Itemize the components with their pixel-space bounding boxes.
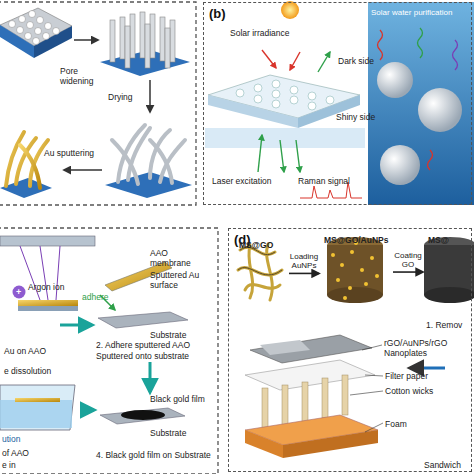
step-label: 2. Adhere sputtered AAO bbox=[96, 340, 190, 350]
layer-label: Foam bbox=[385, 419, 407, 429]
step-label: of AAO bbox=[2, 448, 29, 458]
node-caption: MS@GO bbox=[239, 240, 273, 250]
step-label: Au sputtering bbox=[44, 148, 100, 158]
part-label: Sputtered Au surface bbox=[150, 270, 212, 290]
process-arrow bbox=[393, 271, 423, 273]
arrow-label: Loading AuNPs bbox=[284, 252, 324, 270]
step-label: Drying bbox=[108, 92, 133, 102]
panel-letter: (b) bbox=[209, 6, 226, 21]
layer-label: Cotton wicks bbox=[385, 386, 433, 396]
ion-label: Argon ion bbox=[28, 282, 64, 292]
part-label: Substrate bbox=[150, 330, 186, 340]
signal-label: Raman signal bbox=[298, 176, 350, 186]
title-label: Solar water purification bbox=[371, 8, 452, 18]
part-label: AAO membrane bbox=[150, 248, 210, 268]
layer-label: Filter paper bbox=[385, 371, 428, 381]
step-label: Sputtered onto substrate bbox=[96, 351, 189, 361]
process-arrow bbox=[289, 273, 319, 275]
step-label: 4. Black gold film on Substrate bbox=[96, 450, 211, 460]
ion-symbol: + bbox=[16, 287, 21, 297]
light-label: Laser excitation bbox=[212, 176, 272, 186]
step-label: Pore widening bbox=[60, 66, 106, 86]
step-label: e dissolution bbox=[4, 366, 51, 376]
side-label: Shiny side bbox=[336, 112, 375, 122]
node-caption: MS@GO/AuNPs bbox=[324, 235, 389, 245]
material-item: MS@GO/AuNPs bbox=[319, 232, 393, 321]
step-label: 1. Remov bbox=[426, 320, 462, 330]
layer-label: rGO/AuNPs/rGO Nanoplates bbox=[384, 338, 470, 358]
arrow-label: Coating GO bbox=[388, 251, 428, 269]
material-item: MS@GO bbox=[234, 237, 289, 321]
part-label: Black gold film bbox=[150, 394, 205, 404]
panel-box: (d)MS@GOMS@GO/AuNPsMS@ bbox=[228, 228, 472, 472]
side-label: Dark side bbox=[338, 56, 374, 66]
step-label: Au on AAO bbox=[4, 346, 46, 356]
light-label: Solar irradiance bbox=[230, 28, 290, 38]
step-label: e in bbox=[2, 460, 16, 470]
node-caption: MS@ bbox=[428, 235, 449, 245]
sample-label: Sandwich bbox=[424, 460, 461, 470]
action-label: adhere bbox=[82, 292, 108, 302]
material-item: MS@ bbox=[423, 232, 474, 321]
step-label: ution bbox=[2, 434, 20, 444]
part-label: Substrate bbox=[150, 428, 186, 438]
